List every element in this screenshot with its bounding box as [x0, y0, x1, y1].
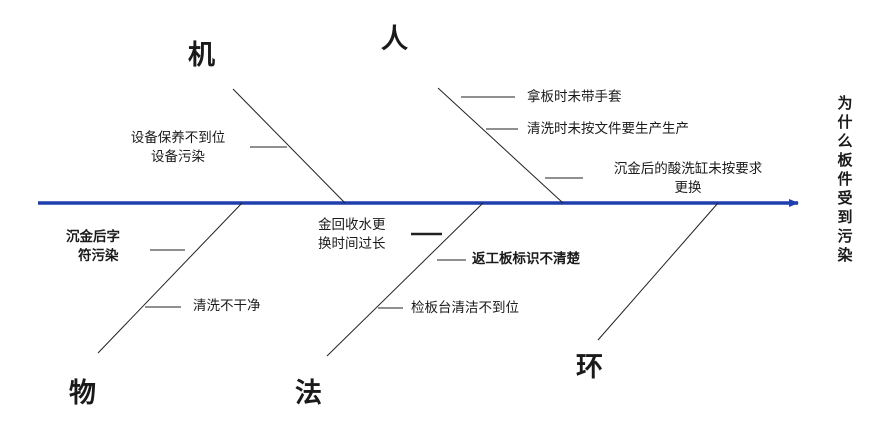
category-material-label: 物 — [69, 378, 96, 409]
cause-text: 设备保养不到位 — [130, 130, 226, 146]
effect-label-char: 件 — [837, 170, 853, 188]
cause-material-2: 清洗不干净 — [193, 298, 261, 314]
effect-label-char: 板 — [837, 151, 853, 169]
cause-text: 设备污染 — [151, 149, 205, 165]
effect-label-char: 么 — [837, 132, 853, 150]
cause-method-3: 检板台清洁不到位 — [411, 300, 519, 316]
effect-label-char: 污 — [837, 227, 853, 245]
category-method-label: 法 — [295, 378, 322, 409]
bone-environment — [597, 202, 719, 341]
cause-man-3-group: 沉金后的酸洗缸未按要求 更换 — [588, 160, 788, 198]
category-man-label: 人 — [381, 24, 408, 55]
cause-text: 金回收水更 — [318, 217, 386, 233]
cause-method-2: 返工板标识不清楚 — [472, 251, 580, 267]
cause-machine-group: 设备保养不到位 设备污染 — [108, 129, 248, 167]
effect-label-char: 受 — [837, 189, 853, 207]
bone-method — [326, 202, 484, 357]
cause-material-1: 沉金后字 符污染 — [66, 228, 120, 266]
bone-material — [97, 202, 243, 354]
category-environment-label: 环 — [576, 352, 603, 383]
bone-man — [437, 87, 564, 204]
effect-label: 为什么板件受到污染 — [834, 94, 856, 265]
cause-text: 换时间过长 — [318, 236, 386, 252]
cause-man-1: 拿板时未带手套 — [527, 89, 622, 105]
effect-label-char: 为 — [837, 94, 853, 112]
effect-label-char: 到 — [837, 208, 853, 226]
cause-text: 更换 — [674, 180, 702, 196]
cause-method-1: 金回收水更 换时间过长 — [318, 216, 386, 254]
bone-machine — [232, 88, 346, 204]
effect-label-char: 什 — [837, 113, 853, 131]
cause-man-2: 清洗时未按文件要生产生产 — [527, 121, 689, 137]
category-machine-label: 机 — [188, 40, 215, 71]
cause-text: 沉金后字 — [66, 229, 120, 245]
cause-text: 符污染 — [78, 248, 119, 264]
effect-label-char: 染 — [837, 246, 853, 264]
cause-text: 沉金后的酸洗缸未按要求 — [613, 161, 763, 177]
